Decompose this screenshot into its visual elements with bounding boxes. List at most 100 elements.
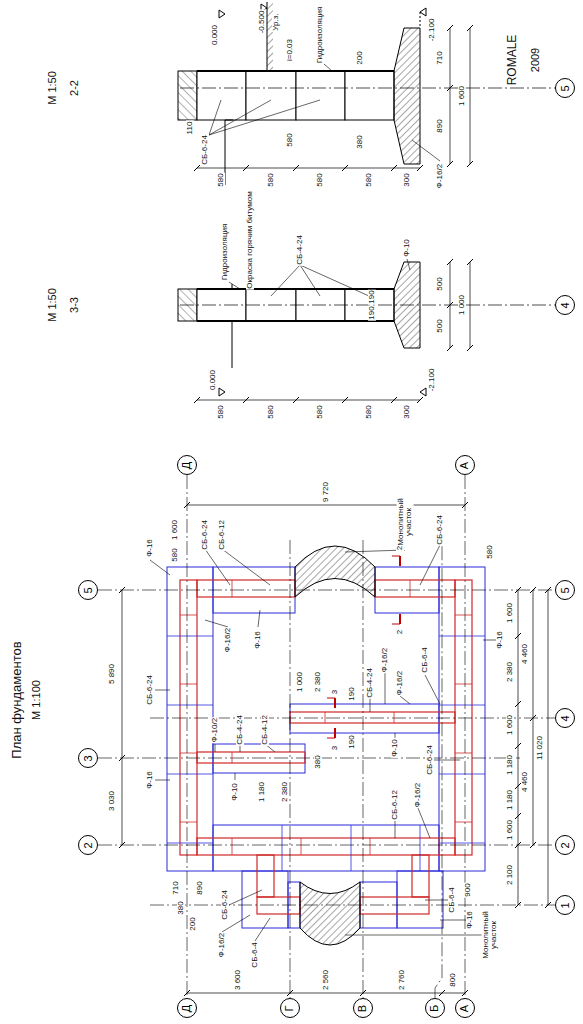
drawing-label: 3 600 bbox=[234, 969, 242, 991]
block-wall bbox=[290, 712, 455, 723]
drawing-label: 2009 bbox=[530, 47, 541, 73]
axis-bubble: В bbox=[353, 998, 373, 1018]
joint-strokes bbox=[447, 302, 453, 308]
section-cut bbox=[327, 556, 400, 738]
section-2-2 bbox=[470, 28, 471, 164]
axis-bubble: 4 bbox=[555, 708, 575, 728]
drawing-label: СБ-6-24 bbox=[146, 674, 154, 706]
joint-strokes bbox=[351, 825, 352, 871]
footing-outline bbox=[213, 825, 439, 871]
drawing-label: 300 bbox=[403, 172, 411, 187]
joint-strokes bbox=[467, 345, 473, 351]
joint-strokes bbox=[167, 774, 213, 775]
section-3-3 bbox=[197, 400, 420, 401]
section-cut bbox=[335, 556, 400, 738]
footing-outline bbox=[397, 871, 443, 928]
axis-line bbox=[98, 590, 555, 591]
drawing-label: 0.000 bbox=[211, 24, 219, 46]
drawing-label: Ф-10 bbox=[391, 738, 399, 758]
section-2-2 bbox=[394, 28, 420, 164]
joint-strokes bbox=[167, 843, 213, 844]
footing-outline bbox=[242, 871, 288, 928]
drawing-label: Ф-16/2 bbox=[381, 647, 389, 673]
drawing-label: 1 000 bbox=[458, 294, 466, 316]
axis-bubble: 5 bbox=[555, 78, 575, 98]
axis-line bbox=[98, 540, 555, 998]
drawing-label: СБ-6-4 bbox=[251, 941, 259, 968]
drawing-label: Ф-16 bbox=[254, 630, 262, 650]
joint-strokes bbox=[180, 684, 197, 685]
axis-mark: Д bbox=[181, 1004, 192, 1011]
drawing-label: 500 bbox=[436, 276, 444, 291]
drawing-label: Ф-10 bbox=[231, 782, 239, 802]
block-wall bbox=[375, 580, 455, 597]
joint-strokes bbox=[439, 774, 485, 775]
drawing-label: Ф-16/2 bbox=[396, 670, 404, 696]
drawing-label: 2 100 bbox=[506, 864, 514, 886]
drawing-label: 3 bbox=[331, 745, 339, 751]
joint-strokes bbox=[342, 165, 348, 171]
section-2-2 bbox=[209, 64, 440, 161]
joint-strokes bbox=[439, 636, 485, 637]
monolithic-part bbox=[300, 882, 360, 945]
drawing-label: СБ-6-4 bbox=[448, 886, 456, 913]
joint-strokes bbox=[439, 705, 485, 706]
axis-bubble: 5 bbox=[78, 580, 98, 600]
joint-strokes bbox=[410, 580, 411, 597]
axis-mark: Д bbox=[181, 461, 192, 468]
drawing-label: 3 bbox=[331, 689, 339, 695]
drawing-label: 4 460 bbox=[521, 643, 529, 665]
drawing-label: 2 bbox=[396, 629, 404, 635]
drawing-label: 710 bbox=[436, 50, 444, 65]
axis-bubble: Г bbox=[280, 998, 300, 1018]
axis-mark: 4 bbox=[560, 302, 571, 308]
axis-bubble: 4 bbox=[555, 295, 575, 315]
drawing-label: 580 bbox=[267, 404, 275, 419]
axis-mark: В bbox=[358, 1004, 369, 1011]
drawing-label: 200 bbox=[189, 916, 197, 931]
drawing-label: 580 bbox=[486, 544, 494, 559]
section-3-3 bbox=[197, 288, 394, 290]
drawing-label: М 1:50 bbox=[47, 287, 58, 323]
drawing-label: 1 600 bbox=[171, 519, 179, 541]
drawing-label: СБ-4-12 bbox=[261, 714, 269, 746]
drawing-label: Ф-16 bbox=[146, 770, 154, 790]
drawing-label: -0.500 bbox=[258, 10, 266, 35]
axis-mark: 5 bbox=[83, 587, 94, 593]
drawing-label: СБ-6-24 bbox=[221, 889, 229, 921]
drawing-label: Окраска горячим битумом bbox=[246, 190, 254, 289]
section-2-2 bbox=[178, 2, 555, 185]
joint-strokes bbox=[467, 161, 473, 167]
axis-bubble: А bbox=[455, 455, 475, 475]
drawing-label: Монолитный участок bbox=[482, 907, 499, 963]
block-wall bbox=[455, 580, 472, 855]
dimension-line bbox=[187, 993, 465, 994]
section-2-2 bbox=[296, 71, 345, 120]
drawing-label: Ф-16/2 bbox=[224, 627, 232, 653]
drawing-label: 1 000 bbox=[296, 671, 304, 693]
block-wall bbox=[197, 752, 305, 763]
drawing-label: 4 460 bbox=[521, 771, 529, 793]
drawing-label: 190 bbox=[348, 686, 356, 701]
section-3-3 bbox=[232, 284, 233, 289]
axis-bubble: 2 bbox=[555, 835, 575, 855]
drawing-label: 110 bbox=[186, 121, 194, 136]
footing-outline bbox=[290, 704, 439, 733]
joint-strokes bbox=[417, 165, 423, 171]
footing-outline bbox=[439, 567, 485, 871]
axis-mark: 2 bbox=[560, 842, 571, 848]
block-wall bbox=[197, 838, 455, 855]
joint-strokes bbox=[391, 165, 397, 171]
joint-strokes bbox=[439, 843, 485, 844]
axis-mark: А bbox=[460, 461, 471, 468]
section-2-2 bbox=[197, 71, 246, 120]
axis-mark: А bbox=[460, 1004, 471, 1011]
drawing-label: 2 380 bbox=[314, 671, 322, 693]
section-2-2 bbox=[178, 71, 197, 120]
joint-strokes bbox=[287, 990, 293, 996]
axis-line bbox=[98, 758, 520, 759]
drawing-label: 5 890 bbox=[108, 663, 116, 685]
joint-strokes bbox=[370, 838, 371, 855]
